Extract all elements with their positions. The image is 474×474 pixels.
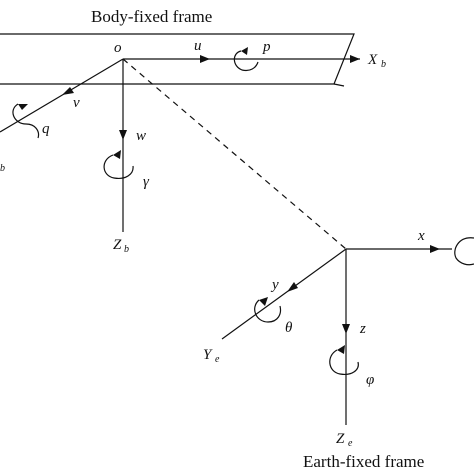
body-x-arrowhead [350,55,360,63]
q-rotation-arrow [12,103,40,139]
body-origin-label: o [114,40,122,56]
earth-x-rotation-arrow [454,237,474,266]
earth-z-axis-letter: Z [336,431,345,447]
origin-connector [122,58,347,250]
w-velocity-label: w [136,128,146,144]
p-rotation-arrow [233,50,259,72]
earth-frame-title: Earth-fixed frame [303,452,424,471]
body-x-axis-letter: X [367,52,378,68]
u-velocity-label: u [194,38,202,54]
q-rotation-arrowhead [18,104,28,110]
p-rotation-arrowhead [241,47,248,55]
phi-angle-label: φ [366,372,374,388]
earth-y-axis-label: y [270,277,279,293]
body-z-axis-subscript: b [124,244,129,255]
body-y-axis [0,58,124,133]
body-z-axis-letter: Z [113,237,122,253]
u-velocity-arrowhead [200,55,210,63]
phi-rotation-arrowhead [337,345,345,354]
theta-angle-label: θ [285,320,293,336]
body-x-axis-subscript: b [381,59,386,70]
earth-y-arrowhead [287,282,298,292]
phi-rotation-arrow [329,349,359,375]
earth-x-arrowhead [430,245,440,253]
w-velocity-arrowhead [119,130,127,140]
v-velocity-label: v [73,95,80,111]
body-y-axis-subscript: b [0,163,5,174]
hull-nose-tick [333,83,345,87]
earth-y-axis-letter: Y [203,347,213,363]
earth-z-arrowhead [342,324,350,334]
gamma-rotation-arrow [103,154,134,179]
theta-rotation-arrow [254,299,282,323]
v-velocity-arrowhead [62,87,74,95]
earth-x-axis-label: x [417,228,425,244]
gamma-rate-label: γ [143,174,150,190]
theta-rotation-arrowhead [259,297,268,306]
gamma-rotation-arrowhead [113,150,121,159]
earth-y-axis-subscript: e [215,354,220,365]
earth-y-axis [221,248,347,340]
earth-z-axis-subscript: e [348,438,353,449]
p-rate-label: p [262,39,271,55]
q-rate-label: q [42,121,50,137]
body-frame-title: Body-fixed frame [91,7,212,26]
earth-z-axis-label: z [359,321,366,337]
